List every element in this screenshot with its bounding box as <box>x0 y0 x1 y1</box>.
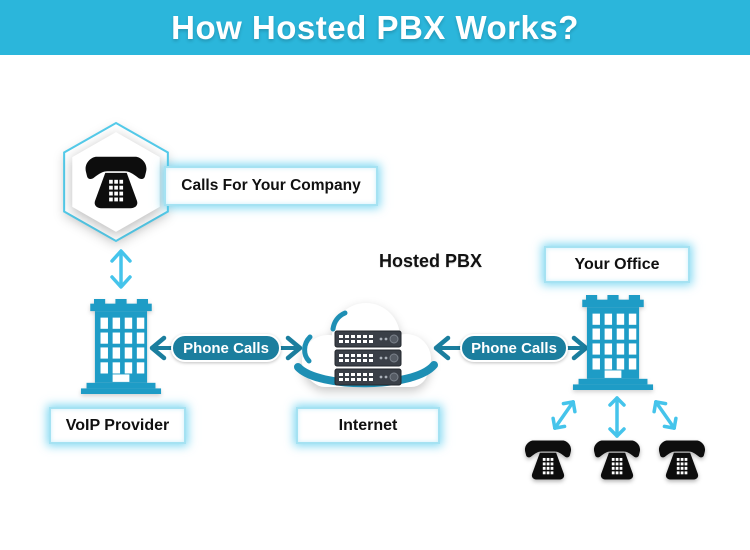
office-to-phone-arrow-left-icon <box>551 400 577 430</box>
voip-provider-text: VoIP Provider <box>65 416 170 434</box>
phone-calls-left-text: Phone Calls <box>183 339 269 357</box>
internet-text: Internet <box>338 416 398 434</box>
header-banner: How Hosted PBX Works? <box>0 0 750 55</box>
your-office-label: Your Office <box>544 246 690 283</box>
office-building-icon <box>571 295 655 390</box>
hexagon-badge-icon <box>63 121 169 243</box>
desk-phone-icon-3 <box>656 438 708 482</box>
internet-label: Internet <box>296 407 440 444</box>
desk-phone-icon-1 <box>522 438 574 482</box>
your-office-text: Your Office <box>574 255 660 273</box>
office-to-phone-arrow-right-icon <box>652 400 678 430</box>
calls-for-company-label: Calls For Your Company <box>164 166 378 206</box>
server-stack-icon <box>334 330 402 386</box>
office-to-phone-arrow-center-icon <box>608 396 626 438</box>
hexagon-to-provider-arrow-icon <box>110 249 132 289</box>
internet-cloud-icon <box>294 303 438 388</box>
page-title: How Hosted PBX Works? <box>171 8 579 46</box>
phone-calls-right-text: Phone Calls <box>471 339 557 357</box>
phone-calls-pill-right: Phone Calls <box>460 334 568 362</box>
voip-provider-label: VoIP Provider <box>49 407 186 444</box>
desk-phone-icon-2 <box>591 438 643 482</box>
phone-calls-pill-left: Phone Calls <box>171 334 281 362</box>
hosted-pbx-title: Hosted PBX <box>378 251 483 271</box>
calls-for-company-text: Calls For Your Company <box>181 177 361 194</box>
